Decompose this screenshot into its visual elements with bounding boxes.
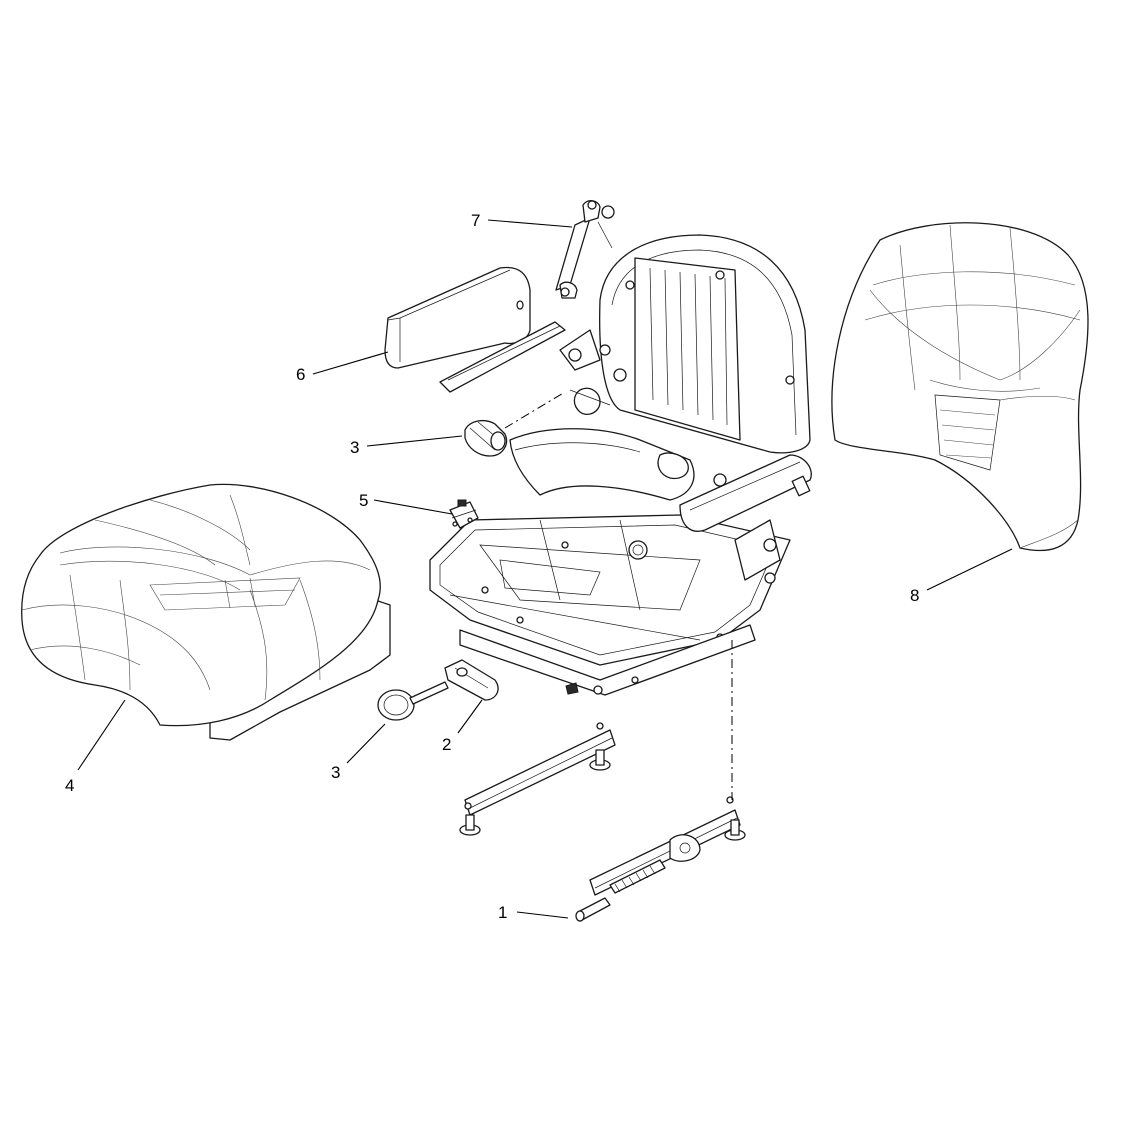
leader-8 bbox=[926, 548, 1013, 591]
leader-6 bbox=[312, 351, 389, 375]
callout-7: 7 bbox=[471, 211, 480, 230]
callout-3-lower: 3 bbox=[331, 763, 340, 782]
leader-3-upper bbox=[366, 435, 463, 447]
callout-6: 6 bbox=[296, 365, 305, 384]
seat-cushion bbox=[21, 483, 391, 741]
leader-2 bbox=[457, 699, 483, 734]
leader-5 bbox=[373, 499, 453, 515]
leader-1 bbox=[516, 911, 569, 919]
callout-2: 2 bbox=[442, 735, 451, 754]
leader-7 bbox=[487, 219, 573, 228]
leader-3-lower bbox=[346, 723, 386, 764]
slide-rail-right bbox=[575, 796, 746, 922]
callout-3-upper: 3 bbox=[350, 438, 359, 457]
release-handle bbox=[444, 659, 499, 701]
gas-strut bbox=[555, 200, 615, 299]
callout-1: 1 bbox=[498, 903, 507, 922]
adjustment-knob-lower bbox=[377, 681, 449, 721]
seat-frame bbox=[429, 234, 812, 696]
seat-switch bbox=[449, 499, 479, 529]
adjustment-knob-upper bbox=[464, 419, 508, 457]
knob-alignment-line bbox=[504, 391, 566, 429]
leader-4 bbox=[77, 699, 126, 771]
slide-rail-left bbox=[459, 722, 616, 836]
callout-5: 5 bbox=[359, 491, 368, 510]
armrest bbox=[384, 266, 566, 393]
callout-4: 4 bbox=[65, 776, 74, 795]
backrest-cushion bbox=[831, 222, 1089, 552]
callout-8: 8 bbox=[910, 586, 919, 605]
